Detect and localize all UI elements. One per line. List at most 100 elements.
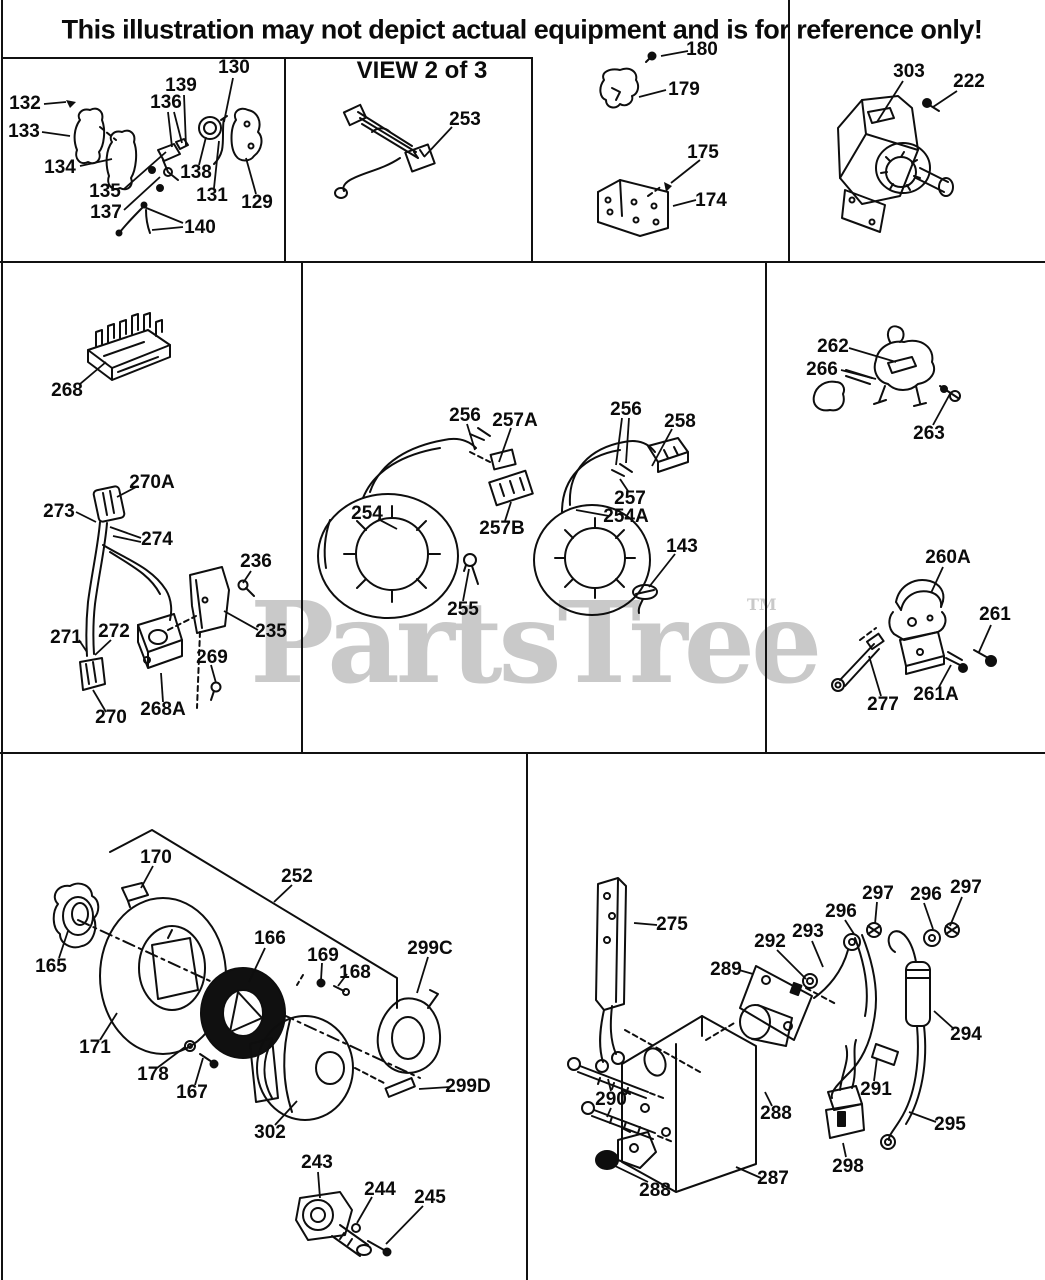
partstree-watermark: PartsTree (250, 578, 822, 709)
part-label-180: 180 (686, 39, 718, 60)
leader-line (116, 485, 139, 498)
part-label-175: 175 (687, 142, 719, 163)
leader-line (223, 610, 259, 631)
part-label-294: 294 (950, 1024, 982, 1045)
panel-border-row2 (0, 752, 1045, 754)
part-label-130: 130 (218, 57, 250, 78)
part-label-277: 277 (867, 694, 899, 715)
leader-line (109, 526, 142, 539)
leader-line (949, 896, 963, 927)
part-label-271: 271 (50, 627, 82, 648)
part-label-296: 296 (825, 901, 857, 922)
reference-note: This illustration may not depict actual … (61, 14, 983, 45)
leader-line (606, 1107, 612, 1118)
part-label-132: 132 (9, 93, 41, 114)
leader-line (638, 89, 667, 98)
leader-line (78, 639, 88, 653)
part-label-169: 169 (307, 945, 339, 966)
leader-line (868, 655, 882, 697)
leader-line (143, 206, 184, 224)
leader-line (811, 940, 824, 968)
part-label-270: 270 (95, 707, 127, 728)
part-label-302: 302 (254, 1122, 286, 1143)
panel-divider-b (531, 57, 533, 263)
part-label-288: 288 (760, 1103, 792, 1124)
part-label-136: 136 (150, 92, 182, 113)
part-label-179: 179 (668, 79, 700, 100)
part-label-299D: 299D (445, 1076, 491, 1097)
part-label-140: 140 (184, 217, 216, 238)
leader-line (932, 391, 952, 426)
leader-line (317, 1171, 321, 1199)
leader-line (625, 417, 630, 464)
part-label-261A: 261A (913, 684, 959, 705)
part-label-291: 291 (860, 1079, 892, 1100)
leader-line (840, 369, 877, 380)
leader-line (932, 90, 958, 108)
part-label-288: 288 (639, 1180, 671, 1201)
leader-line (416, 956, 429, 994)
leader-line (978, 624, 992, 653)
part-label-252: 252 (281, 866, 313, 887)
leader-line (223, 77, 234, 123)
part-label-274: 274 (141, 529, 173, 550)
part-label-253: 253 (449, 109, 481, 130)
coil-harness-art (79, 485, 255, 709)
part-label-296: 296 (910, 884, 942, 905)
part-label-256: 256 (449, 405, 481, 426)
leader-line (670, 159, 701, 184)
part-label-235: 235 (255, 621, 287, 642)
leader-line (873, 1057, 878, 1082)
panel-divider-e (765, 261, 767, 754)
part-label-135: 135 (89, 181, 121, 202)
leader-line (848, 347, 897, 363)
leader-line (874, 901, 878, 925)
part-label-244: 244 (364, 1179, 396, 1200)
part-label-257B: 257B (479, 518, 525, 539)
part-label-287: 287 (757, 1168, 789, 1189)
part-label-178: 178 (137, 1064, 169, 1085)
leader-line (245, 157, 257, 195)
leader-line (776, 949, 807, 980)
kill-switch-art (812, 325, 961, 412)
leader-line (651, 428, 673, 467)
part-label-261: 261 (979, 604, 1011, 625)
part-label-236: 236 (240, 551, 272, 572)
solenoid-plate-art (567, 877, 960, 1193)
leader-line (844, 919, 855, 935)
leader-line (923, 902, 934, 930)
part-label-166: 166 (254, 928, 286, 949)
sensor-rod-art (831, 579, 997, 692)
part-label-273: 273 (43, 501, 75, 522)
part-label-266: 266 (806, 359, 838, 380)
leader-line (764, 1091, 773, 1107)
leader-line (575, 509, 610, 517)
part-label-272: 272 (98, 621, 130, 642)
panel-border-row1 (0, 261, 1045, 263)
part-label-262: 262 (817, 336, 849, 357)
panel-border-top (1, 57, 532, 59)
leader-line (498, 427, 512, 463)
starter-motor-art (837, 95, 954, 233)
panel-divider-d (301, 261, 303, 754)
leader-line (123, 176, 161, 211)
leader-line (356, 1196, 373, 1224)
part-label-171: 171 (79, 1037, 111, 1058)
leader-line (738, 969, 754, 975)
rectifier-art (87, 312, 171, 381)
part-label-139: 139 (165, 75, 197, 96)
part-label-293: 293 (792, 921, 824, 942)
leader-line (210, 664, 217, 684)
part-label-260A: 260A (925, 547, 971, 568)
part-label-134: 134 (44, 157, 76, 178)
leader-line (156, 1046, 186, 1069)
part-label-303: 303 (893, 61, 925, 82)
part-label-297: 297 (862, 883, 894, 904)
leader-line (92, 689, 107, 713)
leader-line (930, 566, 944, 594)
part-label-268: 268 (51, 380, 83, 401)
leader-line (876, 80, 904, 123)
part-label-170: 170 (140, 847, 172, 868)
part-label-243: 243 (301, 1152, 333, 1173)
leader-line (615, 417, 623, 466)
